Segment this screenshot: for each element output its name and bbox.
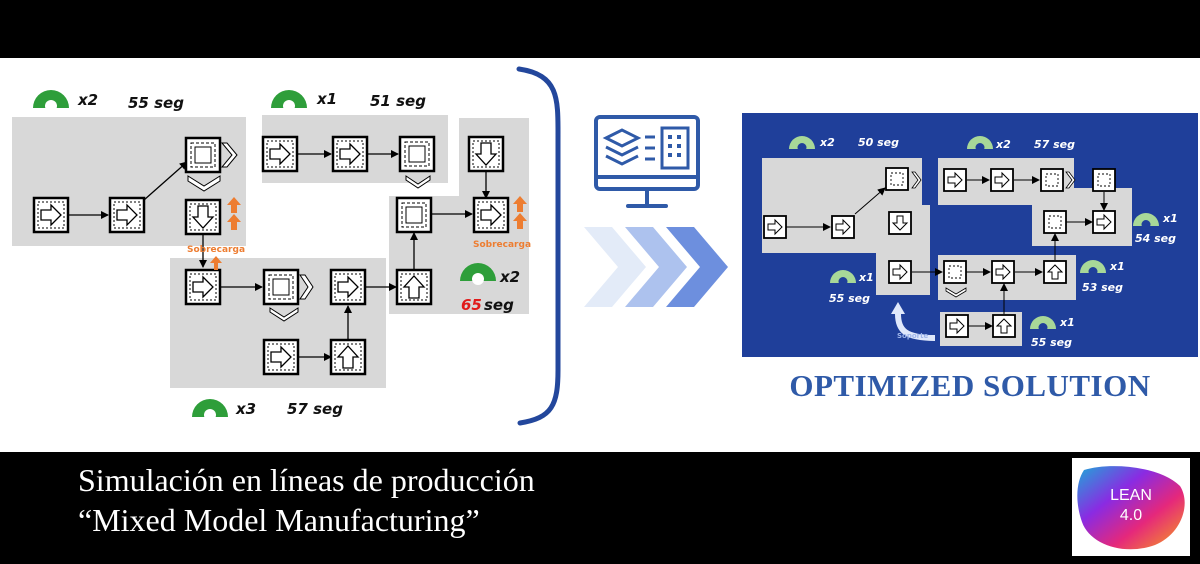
workstation <box>398 135 436 173</box>
overload-label: Sobrecarga <box>473 240 532 250</box>
workstation <box>472 196 510 234</box>
workstation <box>992 314 1016 338</box>
workstation <box>943 260 967 284</box>
workstation <box>1043 260 1067 284</box>
workstation <box>329 268 367 306</box>
cycle-time: 55 seg <box>1031 336 1073 349</box>
color-splash <box>1077 466 1185 550</box>
group-count: x1 <box>1060 316 1075 329</box>
cycle-time: 57 seg <box>287 400 343 418</box>
workstation <box>831 215 855 239</box>
cycle-time: 50 seg <box>858 136 900 149</box>
cycle-time: 57 seg <box>1034 138 1076 151</box>
workstation <box>763 215 787 239</box>
workstation <box>1043 210 1067 234</box>
workstation <box>395 268 433 306</box>
workstation <box>888 211 912 235</box>
lean-logo-line-2: 4.0 <box>1119 507 1143 524</box>
group-count: x2 <box>996 138 1011 151</box>
workstation <box>885 167 909 191</box>
workstation <box>108 196 146 234</box>
overload-label: Sobrecarga <box>187 245 246 255</box>
workstation <box>467 135 505 173</box>
workstation <box>261 135 299 173</box>
before-layout <box>12 66 561 426</box>
workstation <box>262 338 300 376</box>
workstation <box>1092 210 1116 234</box>
group-count: x2 <box>820 136 835 149</box>
optimized-solution-title: OPTIMIZED SOLUTION <box>789 368 1151 403</box>
top-black-band <box>0 0 1200 58</box>
lean-logo-line-1: LEAN <box>1110 487 1152 504</box>
group-count: x1 <box>859 271 874 284</box>
support-label: Soporte <box>897 332 929 340</box>
cycle-time: 53 seg <box>1082 281 1124 294</box>
operator-icon <box>271 90 307 112</box>
simulation-monitor-icon <box>594 115 700 208</box>
bottom-black-band <box>0 452 1200 564</box>
flow-chevrons <box>584 227 728 307</box>
operator-icon <box>192 399 228 421</box>
group-count: x1 <box>317 90 338 108</box>
lean-logo-text: LEAN 4.0 <box>1072 486 1190 526</box>
caption-line-1: Simulación en líneas de producción <box>78 462 535 498</box>
group-count: x3 <box>236 400 257 418</box>
group-count: x2 <box>78 91 99 109</box>
workstation <box>943 168 967 192</box>
cycle-time: 55 seg <box>128 94 184 112</box>
cycle-time-overloaded: 65 <box>461 296 482 314</box>
workstation <box>1040 168 1064 192</box>
workstation <box>990 168 1014 192</box>
group-count: x1 <box>1110 260 1125 273</box>
workstation <box>991 260 1015 284</box>
workstation <box>184 198 222 236</box>
workstation <box>262 268 300 306</box>
workstation <box>184 268 222 306</box>
cycle-time: 51 seg <box>370 92 426 110</box>
cycle-time: 54 seg <box>1135 232 1177 245</box>
workstation <box>945 314 969 338</box>
operator-icon <box>33 90 69 112</box>
workstation <box>1092 168 1116 192</box>
workstation <box>331 135 369 173</box>
workstation <box>32 196 70 234</box>
group-count: x2 <box>500 268 521 286</box>
workstation <box>888 260 912 284</box>
group-count: x1 <box>1163 212 1178 225</box>
optimized-panel <box>742 113 1198 357</box>
cycle-time-unit: seg <box>484 296 514 314</box>
workstation <box>395 196 433 234</box>
workstation <box>329 338 367 376</box>
caption-line-2: “Mixed Model Manufacturing” <box>78 502 480 538</box>
workstation <box>184 136 222 174</box>
cycle-time: 55 seg <box>829 292 871 305</box>
bracket <box>516 66 561 426</box>
